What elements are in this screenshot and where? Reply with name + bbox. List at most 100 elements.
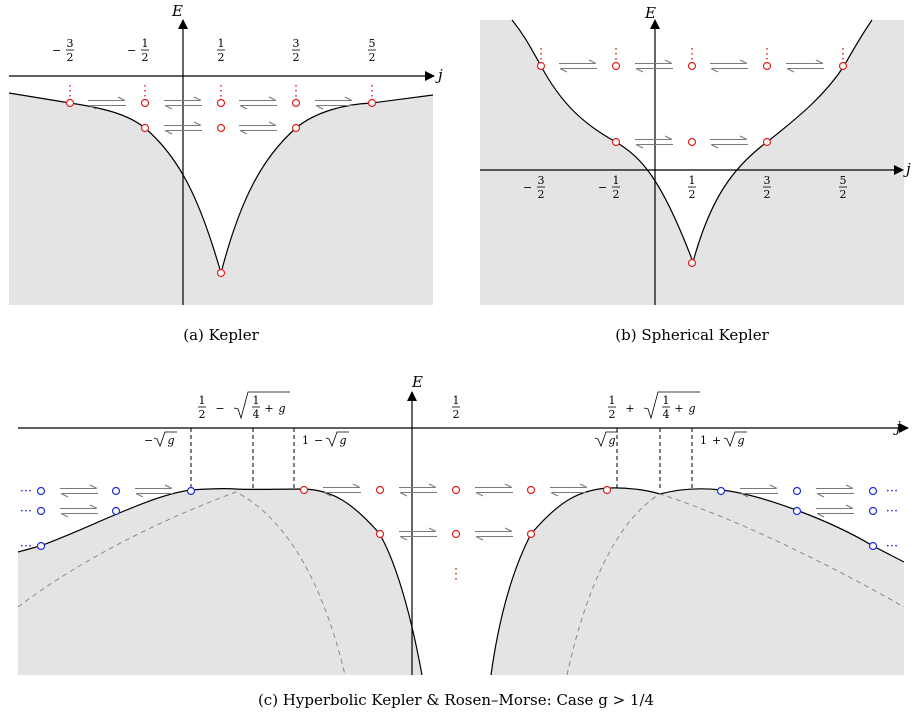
svg-text:1: 1 xyxy=(689,174,696,187)
ladder-arrow-path xyxy=(635,135,673,149)
red-vdots: ⋮ xyxy=(685,46,699,62)
level-point xyxy=(868,506,878,516)
level-point xyxy=(451,529,461,539)
ladder-arrow-path xyxy=(135,484,173,498)
ladder-arrow-pair xyxy=(550,483,588,497)
ladder-arrow-pair xyxy=(635,59,673,73)
level-point xyxy=(299,485,309,495)
ladder-arrow-path xyxy=(550,483,588,497)
svg-text:2: 2 xyxy=(840,188,847,201)
ladder-arrow-path xyxy=(399,527,437,541)
blue-ellipsis: ··· xyxy=(20,504,32,519)
red-vdots: ⋮ xyxy=(289,83,303,99)
svg-text:4: 4 xyxy=(253,408,260,421)
tick-label-3-2: 3 2 xyxy=(292,37,300,64)
level-point xyxy=(367,98,377,108)
level-point xyxy=(762,137,772,147)
forbidden-region xyxy=(480,20,904,305)
ladder-arrow-path xyxy=(816,504,854,518)
tick-label-neg-1-2: − 1 2 xyxy=(127,37,149,64)
svg-text:g: g xyxy=(688,402,695,415)
ladder-arrow-pair xyxy=(60,504,98,518)
svg-text:+: + xyxy=(712,434,721,447)
level-point xyxy=(526,529,536,539)
level-point xyxy=(216,123,226,133)
svg-text:2: 2 xyxy=(538,188,545,201)
ladder-arrow-path xyxy=(710,135,748,149)
level-point xyxy=(140,123,150,133)
red-vdots: ⋮ xyxy=(365,83,379,99)
ladder-arrow-path xyxy=(239,121,277,135)
red-vdots: ⋮ xyxy=(760,46,774,62)
tick-label-3-2: 3 2 xyxy=(763,174,771,201)
level-point xyxy=(140,98,150,108)
svg-text:1: 1 xyxy=(253,394,260,407)
svg-text:2: 2 xyxy=(218,51,225,64)
tick-one-minus-sqrt-g: 1 − g xyxy=(302,431,349,448)
ladder-arrow-path xyxy=(475,483,513,497)
ladder-arrow-path xyxy=(635,59,673,73)
ladder-arrow-pair xyxy=(475,527,513,541)
level-point xyxy=(111,486,121,496)
ladder-arrow-pair xyxy=(740,484,778,498)
ladder-arrow-pair xyxy=(635,135,673,149)
level-point xyxy=(111,506,121,516)
ladder-arrow-pair xyxy=(710,59,748,73)
tick-sqrt-g: g xyxy=(594,431,618,448)
level-point xyxy=(291,98,301,108)
continuation-dots: ⋮ ⋮ ⋮ ⋮ ⋮ xyxy=(63,83,379,99)
tick-label-neg-3-2: − 3 2 xyxy=(523,174,545,201)
e-axis-label: E xyxy=(644,4,656,22)
dashed-curve-right xyxy=(566,493,905,676)
level-point xyxy=(687,258,697,268)
label-half: 1 2 xyxy=(452,394,460,421)
caption-c-text: (c) Hyperbolic Kepler & Rosen–Morse: Cas… xyxy=(258,691,654,709)
level-point xyxy=(216,268,226,278)
svg-text:−: − xyxy=(598,181,607,194)
j-axis-label: j xyxy=(903,160,911,178)
level-point xyxy=(602,485,612,495)
level-point xyxy=(792,506,802,516)
level-point xyxy=(868,486,878,496)
svg-text:g: g xyxy=(167,434,174,447)
ladder-arrow-path xyxy=(816,484,854,498)
svg-text:−: − xyxy=(127,44,136,57)
svg-text:+: + xyxy=(625,402,634,415)
ladder-arrow-pair xyxy=(164,96,202,110)
svg-text:5: 5 xyxy=(369,37,376,50)
level-point xyxy=(375,529,385,539)
ladder-arrow-path xyxy=(399,483,437,497)
tick-label-1-2: 1 2 xyxy=(688,174,696,201)
caption-b: (b) Spherical Kepler xyxy=(615,326,769,344)
ladder-arrow-path xyxy=(164,96,202,110)
svg-text:2: 2 xyxy=(453,408,460,421)
svg-text:g: g xyxy=(278,402,285,415)
svg-text:2: 2 xyxy=(613,188,620,201)
svg-text:2: 2 xyxy=(199,408,206,421)
svg-text:3: 3 xyxy=(67,37,74,50)
svg-text:3: 3 xyxy=(538,174,545,187)
ladder-arrow-pair xyxy=(239,121,277,135)
ladder-arrow-pair xyxy=(323,483,361,497)
red-vdots: ⋮ xyxy=(609,46,623,62)
ladder-arrow-path xyxy=(60,484,98,498)
svg-text:1: 1 xyxy=(453,394,460,407)
svg-text:−: − xyxy=(144,434,153,447)
svg-text:1: 1 xyxy=(663,394,670,407)
dashed-markers xyxy=(190,428,693,489)
ladder-arrow-pair xyxy=(239,96,277,110)
dashed-curve-left xyxy=(17,491,346,676)
ladder-arrow-pair xyxy=(135,484,173,498)
svg-text:2: 2 xyxy=(689,188,696,201)
panel-hyperbolic-kepler: E j 1 2 − 1 4 + g 1 2 1 xyxy=(17,373,909,709)
svg-text:2: 2 xyxy=(67,51,74,64)
ladder-arrow-path xyxy=(239,96,277,110)
ladder-arrow-pair xyxy=(164,121,202,135)
svg-text:1: 1 xyxy=(613,174,620,187)
ladder-arrows xyxy=(88,96,353,135)
level-point xyxy=(611,137,621,147)
svg-text:+: + xyxy=(264,402,273,415)
red-vdots: ⋮ xyxy=(534,46,548,62)
red-vdots: ⋮ xyxy=(63,83,77,99)
